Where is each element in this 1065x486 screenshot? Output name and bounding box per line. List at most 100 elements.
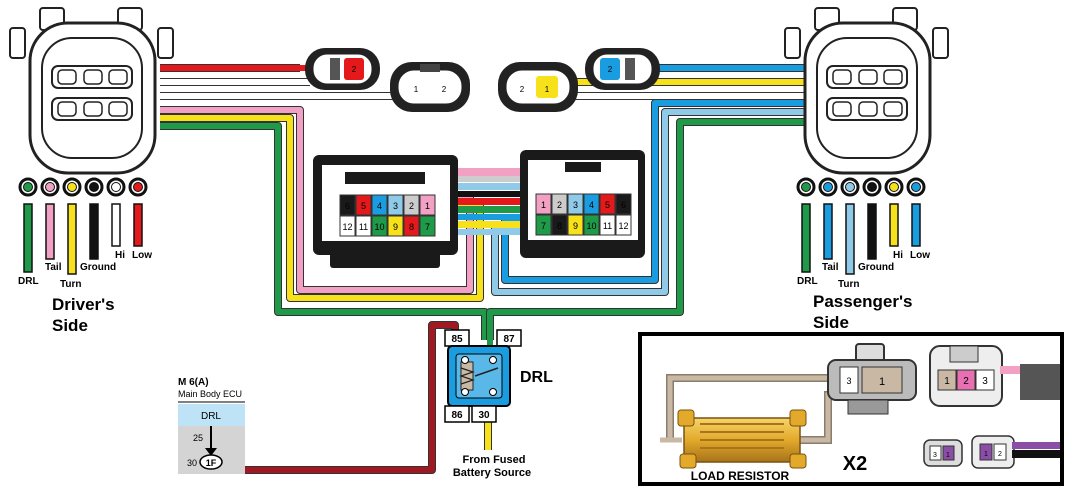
wire-label: Ground [80,262,116,273]
wire-color-dot-inner [133,182,143,192]
pin-cell [387,194,404,216]
inset-small-connector-a: 3 1 [923,439,963,467]
pin-cell [535,193,552,215]
pin-number: 10 [374,222,384,232]
relay-pin-86: 86 [451,410,463,421]
pin-label: 2 [442,85,447,94]
pin-number: 7 [425,222,430,232]
pin-label: 2 [608,65,613,74]
pin-number: 12 [618,221,628,231]
pin-cell [535,214,552,236]
pin-label: 1 [944,376,950,387]
pin-cell [583,214,600,236]
pin-label: 1 [879,376,885,388]
wire-color-bar [845,203,855,275]
pin-number: 5 [361,201,366,211]
pin-cell [403,215,420,237]
driver-side-title: Driver's [52,295,115,314]
wire-color-bar [67,203,77,275]
pin-label: 1 [545,85,550,94]
wire-label: Turn [60,279,81,290]
pin-cell [419,215,436,237]
pin-label: 2 [963,376,969,387]
pin-number: 10 [586,221,596,231]
pin-cell [599,214,616,236]
wire-label: Hi [893,250,903,261]
wire-label: DRL [797,276,818,287]
wire-label: Low [132,250,152,261]
pin-number: 7 [541,221,546,231]
wire-color-bar [801,203,811,273]
pin-cell [355,215,372,237]
pin-number: 1 [425,201,430,211]
pin-cell [615,214,632,236]
ecu-terminal: 1F [206,458,217,468]
wire-green-driver [160,123,488,340]
load-resistor-label: LOAD RESISTOR [691,469,790,483]
pin-label: 2 [520,85,525,94]
wire-label: Tail [822,262,839,273]
drl-relay: 85 87 86 30 DRL [444,329,553,423]
fused-source-line1: From Fused [463,454,526,466]
pin-label: 1 [984,451,988,458]
load-resistor-inset: LOAD RESISTOR X2 3 1 1 2 3 [638,332,1064,486]
wire-color-bar [45,203,55,260]
passenger-side-title: Passenger's [813,292,913,311]
wire-color-dot-inner [45,182,55,192]
wire-label: Tail [45,262,62,273]
pin-number: 4 [377,201,382,211]
pin-number: 3 [393,201,398,211]
top-connector-right-pair: 2 1 [498,62,578,112]
pin-number: 9 [393,222,398,232]
pin-number: 6 [345,201,350,211]
wire-color-dot-inner [23,182,33,192]
passenger-side-subtitle: Side [813,313,849,332]
pin-number: 5 [605,200,610,210]
pin-label: 1 [414,85,419,94]
ecu-pin-30: 30 [187,458,197,468]
inset-connector-1: 3 1 [827,343,917,415]
wire-color-dot-inner [823,182,833,192]
relay-pin-85: 85 [451,334,463,345]
pin-number: 3 [573,200,578,210]
pin-number: 4 [589,200,594,210]
wire-color-dot-inner [911,182,921,192]
ecu-connector-id: M 6(A) [178,377,209,388]
pin-label: 3 [982,376,988,387]
pin-label: 3 [846,376,851,386]
ecu-name: Main Body ECU [178,389,242,399]
main-body-ecu: M 6(A) Main Body ECU DRL 25 30 1F [178,377,245,474]
pin-label: 3 [933,452,937,459]
load-resistor [677,409,807,469]
wire-color-bar [911,203,921,247]
wire-color-dot-inner [111,182,121,192]
relay-pin-30: 30 [478,410,490,421]
relay-pin-87: 87 [503,334,515,345]
pin-cell [371,194,388,216]
pin-cell [583,193,600,215]
pin-cell [551,193,568,215]
wire-label: Ground [858,262,894,273]
driver-side-subtitle: Side [52,316,88,335]
wire-color-bar [889,203,899,247]
wire-label: Turn [838,279,859,290]
wire-color-dot-inner [889,182,899,192]
pin-cell [355,194,372,216]
wire-color-bar [23,203,33,273]
pin-cell [599,193,616,215]
driver-headlight-connector [9,7,174,175]
wire-color-bar [89,203,99,260]
pin-number: 6 [621,200,626,210]
pin-number: 11 [603,221,612,231]
ecu-label: DRL [201,411,221,422]
wire-color-dot-inner [801,182,811,192]
wire-label: Low [910,250,930,261]
wire-color-bar [823,203,833,260]
fused-source-line2: Battery Source [453,467,531,479]
pin-cell [615,193,632,215]
inset-small-connector-b: 1 2 [971,435,1015,469]
pin-cell [567,214,584,236]
pin-cell [371,215,388,237]
